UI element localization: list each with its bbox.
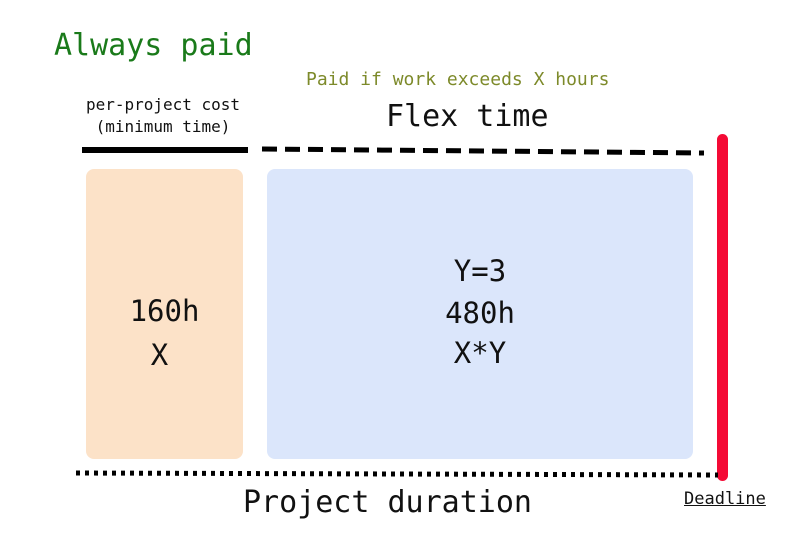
- per-project-caption: per-project cost (minimum time): [80, 94, 246, 138]
- fixed-hours-label: 160h: [129, 294, 200, 328]
- fixed-variable-label: X: [150, 338, 169, 372]
- flex-time-heading: Flex time: [386, 99, 549, 134]
- project-duration-label: Project duration: [243, 485, 532, 520]
- flex-time-dashed-line: [260, 143, 710, 163]
- deadline-marker: [717, 134, 728, 481]
- flex-hours-label: 480h: [445, 296, 515, 330]
- always-paid-heading: Always paid: [54, 28, 253, 63]
- per-project-line1: per-project cost: [85, 95, 241, 114]
- fixed-cost-solid-line: [82, 147, 248, 153]
- deadline-label: Deadline: [684, 489, 766, 509]
- flex-time-box: [267, 169, 693, 459]
- per-project-line2: (minimum time): [95, 117, 231, 136]
- project-duration-dotted-line: [75, 465, 726, 484]
- flex-y-label: Y=3: [453, 254, 507, 288]
- flex-formula-label: X*Y: [453, 336, 507, 370]
- fixed-time-box: [86, 169, 243, 459]
- paid-if-caption: Paid if work exceeds X hours: [306, 69, 610, 90]
